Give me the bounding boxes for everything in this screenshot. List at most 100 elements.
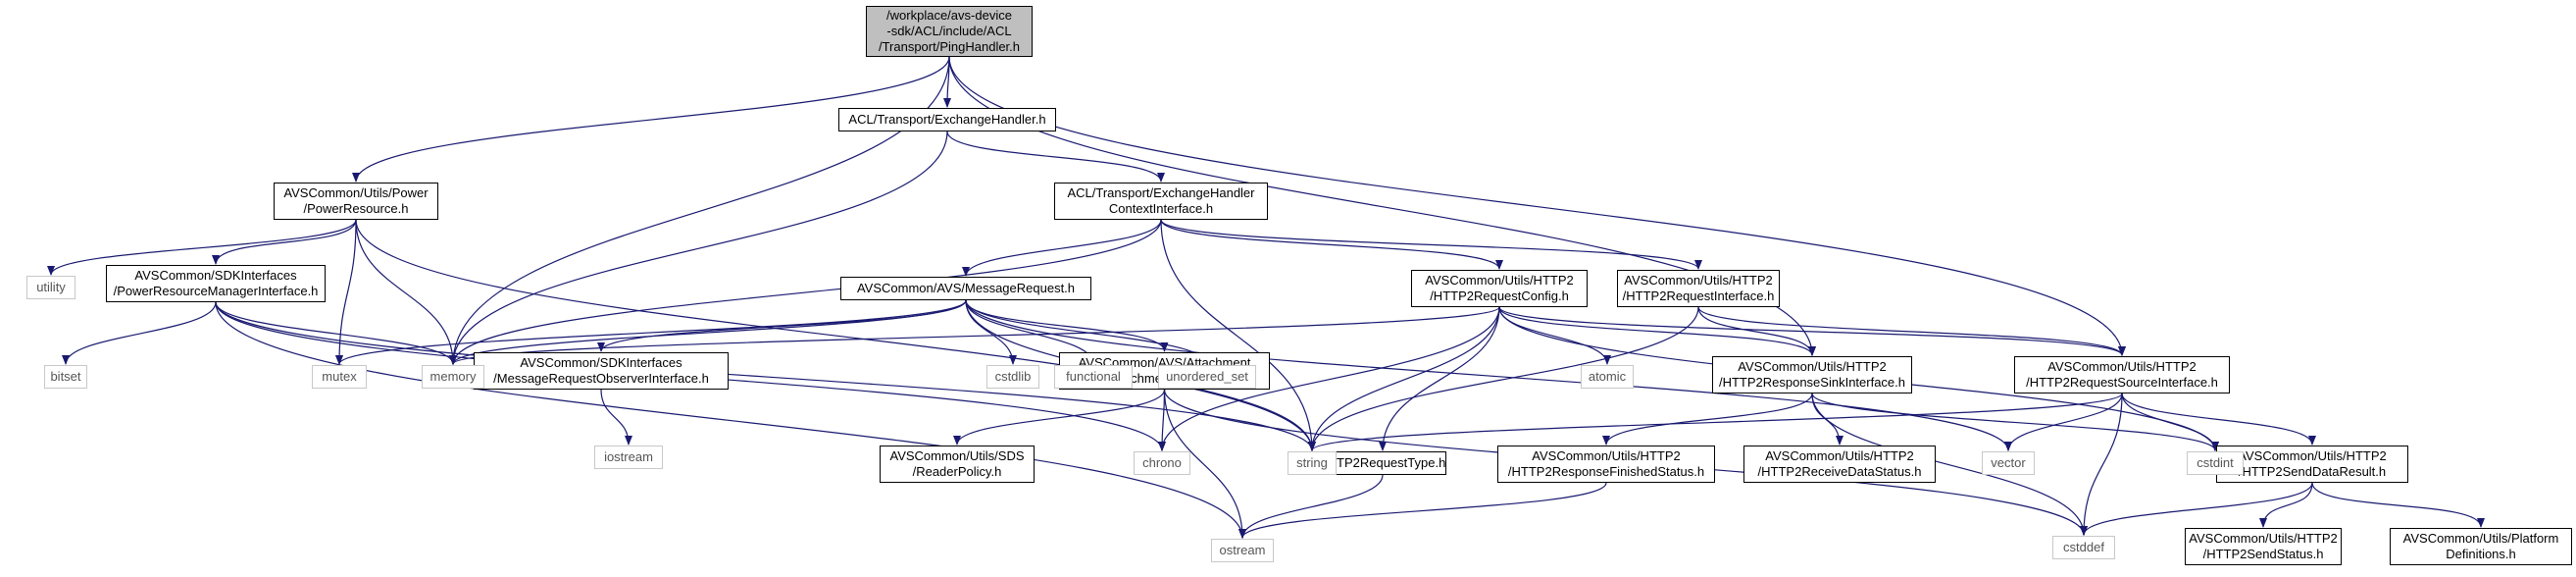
node-label-line: /HTTP2SendStatus.h [2202, 547, 2324, 561]
node-label-line: AVSCommon/Utils/HTTP2 [1532, 448, 1681, 463]
node-mutex: mutex [312, 365, 367, 389]
node-root[interactable]: /workplace/avs-device-sdk/ACL/include/AC… [866, 6, 1033, 57]
edge-prmi-to-ostream [215, 301, 1246, 539]
node-string: string [1288, 451, 1337, 475]
node-h2rc[interactable]: AVSCommon/Utils/HTTP2/HTTP2RequestConfig… [1411, 270, 1588, 307]
edge-h2sdr-to-platdef [2311, 482, 2485, 528]
node-atomic: atomic [1581, 365, 1634, 389]
node-label-line: AVSCommon/Utils/HTTP2 [1624, 273, 1773, 288]
edge-prmi-to-memory [215, 301, 457, 365]
node-label-line: mutex [322, 369, 357, 384]
node-label-line: /HTTP2ReceiveDataStatus.h [1757, 464, 1922, 479]
node-prmi[interactable]: AVSCommon/SDKInterfaces/PowerResourceMan… [106, 265, 326, 302]
node-label-line: ostream [1219, 543, 1266, 557]
node-cstdint: cstdint [2187, 451, 2244, 475]
edge-h2rsrc-to-cstddef [2080, 393, 2123, 536]
node-label-line: atomic [1588, 369, 1627, 384]
edge-h2ri-to-h2rsi [1697, 306, 1816, 356]
node-label-line: /HTTP2RequestInterface.h [1622, 288, 1775, 303]
edge-mroi-to-iostream [600, 389, 632, 446]
edge-h2rsrc-to-vector [2004, 393, 2123, 451]
node-label-line: AVSCommon/SDKInterfaces [520, 355, 682, 370]
node-label-line: AVSCommon/Utils/HTTP2 [2047, 359, 2197, 374]
node-label-line: -sdk/ACL/include/ACL [886, 24, 1012, 38]
edge-h2rc-to-string [1308, 306, 1500, 451]
edge-power-to-string [355, 219, 1316, 451]
edge-exch-to-ehci [946, 131, 1165, 183]
edge-h2sdr-to-cstddef [2080, 482, 2313, 536]
node-label-line: AVSCommon/Utils/HTTP2 [2189, 531, 2338, 546]
node-label-line: memory [429, 369, 477, 384]
node-label-line: ACL/Transport/ExchangeHandler.h [848, 112, 1046, 127]
edge-h2rfs-to-ostream [1238, 482, 1607, 539]
edge-exch-to-memory [449, 131, 948, 365]
node-memory: memory [422, 365, 484, 389]
node-label-line: unordered_set [1166, 369, 1248, 384]
node-msgreq[interactable]: AVSCommon/AVS/MessageRequest.h [840, 277, 1091, 300]
node-h2rsrc[interactable]: AVSCommon/Utils/HTTP2/HTTP2RequestSource… [2014, 356, 2230, 393]
node-cstddef: cstddef [2052, 536, 2115, 559]
edge-h2rsrc-to-string [1308, 393, 2123, 451]
node-label-line: AVSCommon/Utils/Power [283, 185, 429, 200]
edge-msgreq-to-vector [965, 299, 2012, 451]
node-label-line: /Transport/PingHandler.h [878, 39, 1021, 54]
node-cstdlib: cstdlib [986, 365, 1039, 389]
node-power[interactable]: AVSCommon/Utils/Power/PowerResource.h [274, 183, 438, 220]
node-sds[interactable]: AVSCommon/Utils/SDS/ReaderPolicy.h [880, 446, 1035, 483]
node-label-line: string [1296, 455, 1328, 470]
edge-h2rsi-to-cstdint [1811, 393, 2219, 451]
edge-ehci-to-h2rc [1160, 219, 1503, 270]
edge-root-to-power [352, 56, 950, 183]
node-bitset: bitset [44, 365, 87, 389]
node-label-line: functional [1066, 369, 1121, 384]
node-ostream: ostream [1211, 539, 1274, 562]
node-label-line: AVSCommon/Utils/HTTP2 [1425, 273, 1574, 288]
node-h2rds[interactable]: AVSCommon/Utils/HTTP2/HTTP2ReceiveDataSt… [1743, 446, 1936, 483]
node-h2rsi[interactable]: AVSCommon/Utils/HTTP2/HTTP2ResponseSinkI… [1712, 356, 1912, 393]
node-chrono: chrono [1134, 451, 1190, 475]
node-unordered-set: unordered_set [1158, 365, 1256, 389]
edge-power-to-mutex [335, 219, 357, 365]
edge-h2rt-to-ostream [1238, 474, 1384, 539]
edge-h2ri-to-string [1308, 306, 1699, 451]
node-label-line: ACL/Transport/ExchangeHandler [1067, 185, 1255, 200]
node-h2ss[interactable]: AVSCommon/Utils/HTTP2/HTTP2SendStatus.h [2185, 528, 2342, 565]
node-label-line: /HTTP2ResponseFinishedStatus.h [1507, 464, 1705, 479]
node-h2ri[interactable]: AVSCommon/Utils/HTTP2/HTTP2RequestInterf… [1617, 270, 1780, 307]
node-label-line: utility [36, 280, 66, 294]
node-label-line: AVSCommon/Utils/HTTP2 [2238, 448, 2387, 463]
node-label-line: /HTTP2ResponseSinkInterface.h [1718, 375, 1906, 390]
node-h2rt[interactable]: HTTP2RequestType.h [1319, 451, 1446, 475]
edge-power-to-utility [47, 219, 357, 276]
node-label-line: AVSCommon/Utils/Platform [2402, 531, 2559, 546]
node-label-line: cstddef [2063, 540, 2104, 554]
node-mroi[interactable]: AVSCommon/SDKInterfaces/MessageRequestOb… [474, 352, 729, 390]
edge-attr-to-ostream [1163, 389, 1246, 539]
edge-ehci-to-string [1160, 219, 1316, 451]
node-label-line: /HTTP2RequestConfig.h [1430, 288, 1569, 303]
node-h2sdr[interactable]: AVSCommon/Utils/HTTP2/HTTP2SendDataResul… [2216, 446, 2408, 483]
node-label-line: Definitions.h [2446, 547, 2516, 561]
node-label-line: chrono [1142, 455, 1182, 470]
node-h2rfs[interactable]: AVSCommon/Utils/HTTP2/HTTP2ResponseFinis… [1497, 446, 1715, 483]
edge-power-to-memory [355, 219, 457, 365]
node-label-line: /workplace/avs-device [886, 8, 1012, 23]
node-label-line: AVSCommon/Utils/HTTP2 [1765, 448, 1914, 463]
edge-power-to-prmi [212, 219, 357, 265]
edge-h2rsrc-to-h2sdr [2121, 393, 2316, 446]
node-functional: functional [1054, 365, 1133, 389]
edge-msgreq-to-mroi [597, 299, 967, 352]
node-label-line: AVSCommon/AVS/MessageRequest.h [856, 281, 1076, 295]
node-label-line: /PowerResource.h [303, 201, 409, 216]
node-exch[interactable]: ACL/Transport/ExchangeHandler.h [838, 108, 1056, 131]
node-label-line: vector [1991, 455, 2026, 470]
edge-h2rsrc-to-cstdint [2121, 393, 2219, 451]
node-label-line: AVSCommon/Utils/HTTP2 [1738, 359, 1887, 374]
node-iostream: iostream [594, 446, 663, 469]
node-label-line: iostream [604, 449, 653, 464]
